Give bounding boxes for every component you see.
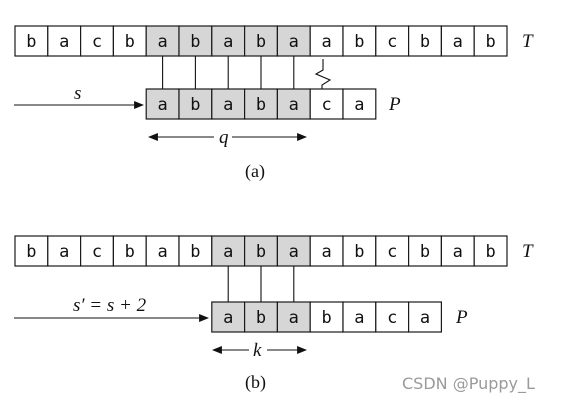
text-cell-a [47,25,82,57]
pattern-cell-b [276,301,311,333]
span-label-b: k [253,340,262,361]
pattern-char-b: b [321,308,331,328]
shift-label-b: s′ = s + 2 [73,295,147,316]
text-cell-b [473,235,508,267]
text-char-b: c [387,242,397,262]
text-char-b: b [190,242,200,262]
text-cell-b [440,235,475,267]
text-cell-a [375,25,410,57]
text-char-a: b [420,32,430,52]
text-char-b: c [92,242,102,262]
text-cell-a [408,25,443,57]
text-cell-b [309,235,344,267]
pattern-char-b: a [289,308,299,328]
text-char-a: b [485,32,495,52]
pattern-label-a: P [388,94,401,115]
shift-label-a: s [74,83,81,104]
text-char-a: a [453,32,463,52]
span-label-bg-a [214,128,232,146]
text-char-b: b [420,242,430,262]
pattern-cell-b [309,301,344,333]
mismatch-zigzag [314,59,332,89]
panel-b: b a c b a b a b a a b c b a b T s′ = s + 2 a b a b a c a P k… [14,235,534,393]
pattern-char-a: c [321,95,331,115]
pattern-cell-b [408,301,443,333]
text-char-a: a [59,32,69,52]
text-cell-b [375,235,410,267]
text-char-b: a [223,242,233,262]
text-char-a: b [190,32,200,52]
text-char-b: b [125,242,135,262]
text-char-b: b [354,242,364,262]
pattern-char-b: a [420,308,430,328]
text-cell-b [211,235,246,267]
text-cell-b [112,235,147,267]
text-cell-a [309,25,344,57]
text-char-b: a [157,242,167,262]
text-char-a: b [354,32,364,52]
text-cell-a [79,25,114,57]
text-char-a: a [321,32,331,52]
pattern-char-a: b [256,95,266,115]
text-char-b: a [453,242,463,262]
pattern-char-a: a [354,95,364,115]
text-char-b: a [59,242,69,262]
text-cell-b [342,235,377,267]
text-char-a: a [157,32,167,52]
caption-b: (b) [245,372,266,393]
text-cell-a [178,25,213,57]
pattern-cell-b [375,301,410,333]
watermark: CSDN @Puppy_L [402,374,535,394]
pattern-char-a: a [157,95,167,115]
pattern-cell-a [178,88,213,120]
text-char-a: b [26,32,36,52]
text-cell-b [14,235,49,267]
text-label-b: T [522,241,534,262]
pattern-char-a: b [190,95,200,115]
text-cell-b [145,235,180,267]
text-char-b: b [256,242,266,262]
text-char-b: b [485,242,495,262]
text-char-b: a [289,242,299,262]
text-char-a: a [223,32,233,52]
connectors-a [162,56,295,89]
text-char-a: b [125,32,135,52]
pattern-label-b: P [455,307,468,328]
text-char-b: a [321,242,331,262]
pattern-cell-b [244,301,279,333]
text-label-a: T [522,31,534,52]
pattern-char-b: c [387,308,397,328]
text-char-a: a [289,32,299,52]
pattern-char-a: a [223,95,233,115]
text-cell-a [473,25,508,57]
text-cell-b [79,235,114,267]
pattern-char-b: a [354,308,364,328]
text-char-a: c [92,32,102,52]
pattern-char-b: a [223,308,233,328]
pattern-cell-b [342,301,377,333]
panel-a: b a c b a b a b a a b c b a b T s a b a b a c a P q (a) [14,25,534,182]
connectors-b [227,266,295,302]
pattern-char-b: b [256,308,266,328]
text-cell-a [440,25,475,57]
text-cell-a [14,25,49,57]
text-char-a: c [387,32,397,52]
pattern-cell-a [211,88,246,120]
text-char-b: b [26,242,36,262]
caption-a: (a) [245,161,265,182]
pattern-char-a: a [289,95,299,115]
span-label-a: q [219,127,229,148]
span-label-bg-b [249,341,267,359]
text-char-a: b [256,32,266,52]
pattern-cell-a [342,88,377,120]
text-cell-b [408,235,443,267]
text-cell-a [244,25,279,57]
